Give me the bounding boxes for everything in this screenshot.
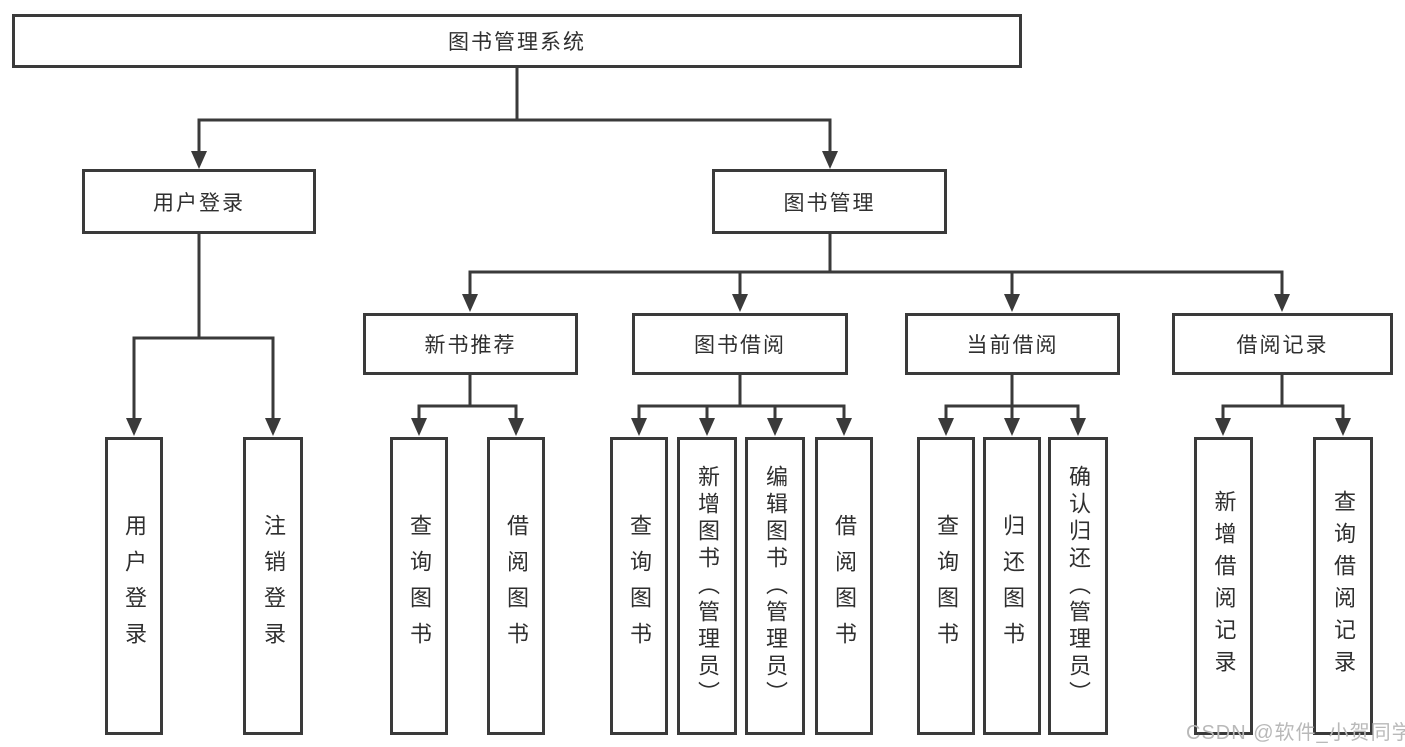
leaf-edit-book-admin-label: 编辑图书（管理员） bbox=[763, 464, 788, 708]
node-root-label: 图书管理系统 bbox=[448, 31, 586, 54]
leaf-edit-book-admin: 编辑图书（管理员） bbox=[745, 437, 805, 735]
leaf-return-book-label: 归还图书 bbox=[1000, 514, 1025, 658]
node-book-management-label: 图书管理 bbox=[783, 191, 876, 215]
node-book-management: 图书管理 bbox=[712, 169, 947, 234]
leaf-query-book-borrow: 查询图书 bbox=[610, 437, 668, 735]
leaf-borrow-book-recommend-label: 借阅图书 bbox=[504, 514, 529, 658]
leaf-logout-label: 注销登录 bbox=[261, 514, 286, 658]
leaf-logout: 注销登录 bbox=[243, 437, 303, 735]
leaf-confirm-return-admin-label: 确认归还（管理员） bbox=[1066, 464, 1091, 708]
leaf-query-borrow-record-label: 查询借阅记录 bbox=[1331, 490, 1356, 682]
node-current-borrow-label: 当前借阅 bbox=[966, 334, 1059, 357]
leaf-borrow-book-recommend: 借阅图书 bbox=[487, 437, 545, 735]
node-current-borrow: 当前借阅 bbox=[905, 313, 1120, 375]
node-new-book-recommend: 新书推荐 bbox=[363, 313, 578, 375]
node-user-login-label: 用户登录 bbox=[153, 191, 245, 215]
node-book-borrow: 图书借阅 bbox=[632, 313, 848, 375]
node-new-book-recommend-label: 新书推荐 bbox=[424, 334, 517, 357]
leaf-add-borrow-record: 新增借阅记录 bbox=[1194, 437, 1253, 735]
leaf-add-book-admin: 新增图书（管理员） bbox=[677, 437, 737, 735]
leaf-borrow-book-label: 借阅图书 bbox=[832, 514, 857, 658]
node-user-login: 用户登录 bbox=[82, 169, 316, 234]
node-borrow-records-label: 借阅记录 bbox=[1236, 334, 1329, 357]
leaf-confirm-return-admin: 确认归还（管理员） bbox=[1048, 437, 1108, 735]
leaf-query-book-current: 查询图书 bbox=[917, 437, 975, 735]
leaf-query-book-recommend-label: 查询图书 bbox=[407, 514, 432, 658]
leaf-add-book-admin-label: 新增图书（管理员） bbox=[695, 464, 720, 708]
leaf-user-login-label: 用户登录 bbox=[122, 514, 147, 658]
node-root: 图书管理系统 bbox=[12, 14, 1022, 68]
leaf-query-borrow-record: 查询借阅记录 bbox=[1313, 437, 1373, 735]
csdn-watermark: CSDN @软件_小贺同学 bbox=[1186, 722, 1405, 744]
leaf-query-book-recommend: 查询图书 bbox=[390, 437, 448, 735]
node-book-borrow-label: 图书借阅 bbox=[694, 334, 786, 357]
leaf-user-login: 用户登录 bbox=[105, 437, 163, 735]
leaf-borrow-book: 借阅图书 bbox=[815, 437, 873, 735]
leaf-return-book: 归还图书 bbox=[983, 437, 1041, 735]
leaf-query-book-current-label: 查询图书 bbox=[934, 514, 959, 658]
node-borrow-records: 借阅记录 bbox=[1172, 313, 1393, 375]
leaf-query-book-borrow-label: 查询图书 bbox=[627, 514, 652, 658]
leaf-add-borrow-record-label: 新增借阅记录 bbox=[1211, 490, 1237, 682]
